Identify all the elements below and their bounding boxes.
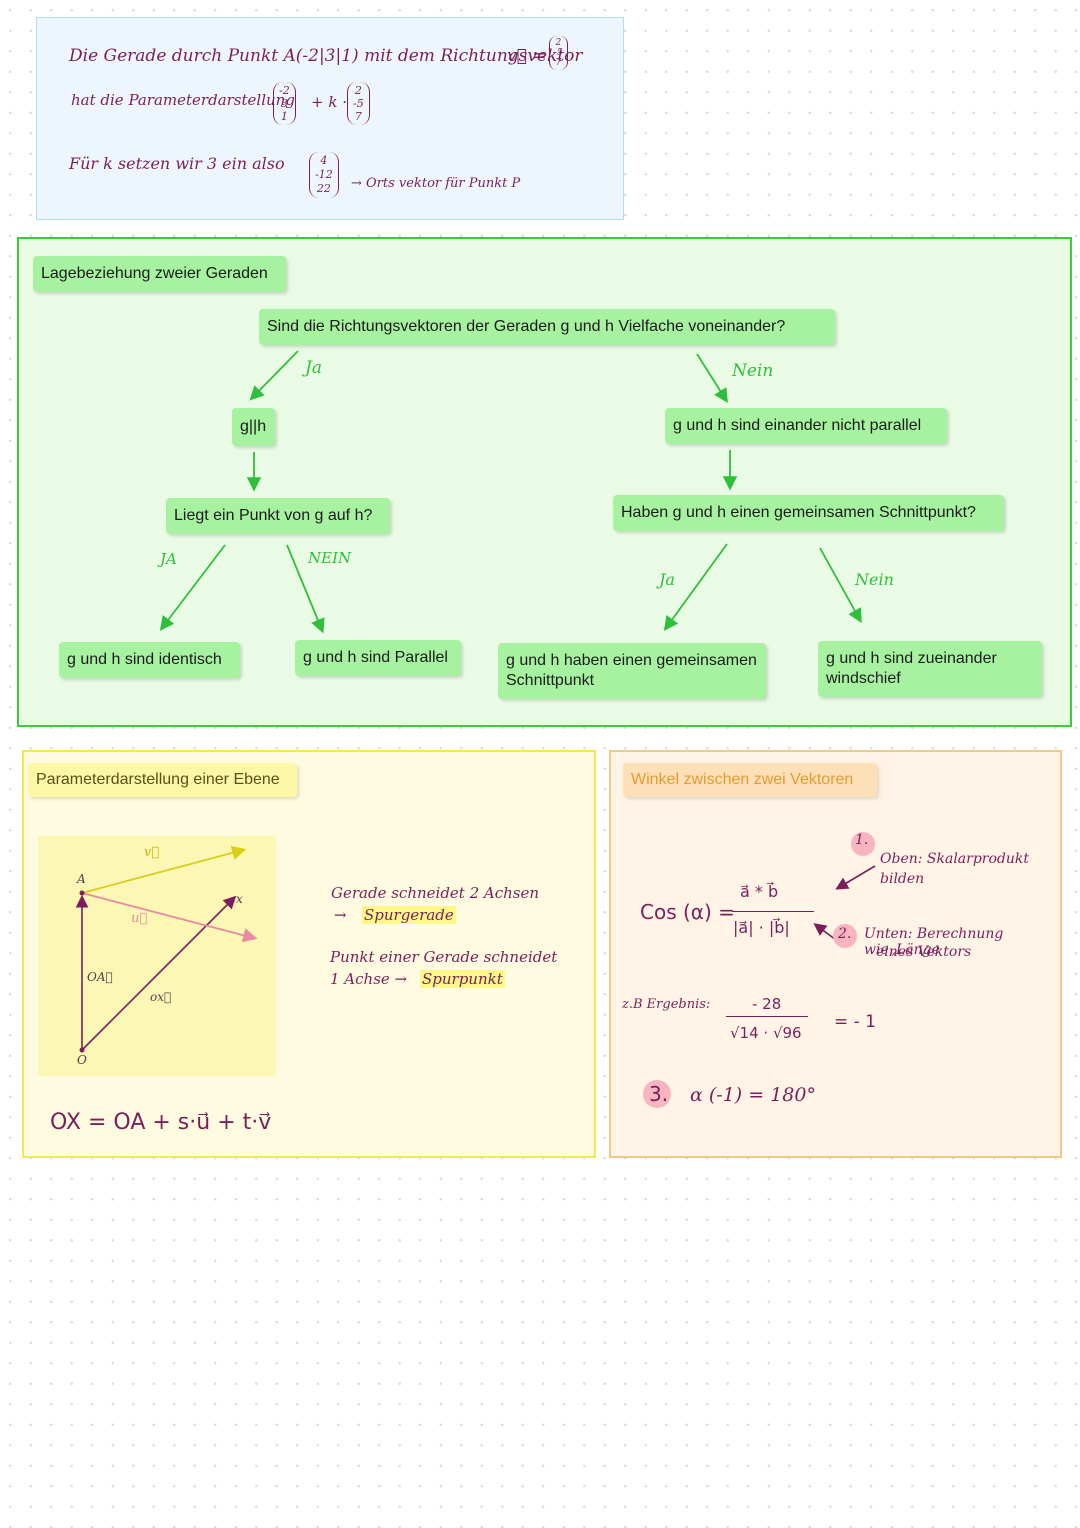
- label-ja2: Ja: [659, 570, 675, 589]
- example-result: = - 1: [834, 1012, 877, 1032]
- question-node: Sind die Richtungsvektoren der Geraden g…: [259, 309, 835, 345]
- step3-text: α (-1) = 180°: [690, 1084, 816, 1106]
- step2-num: 2.: [838, 926, 852, 942]
- label-oa: OA⃗: [87, 970, 113, 984]
- label-o: O: [77, 1053, 87, 1067]
- angle-card: [609, 750, 1062, 1158]
- label-nein2: Nein: [855, 570, 894, 589]
- not-parallel-node: g und h sind einander nicht parallel: [665, 408, 947, 444]
- plane-diagram-bg: [38, 836, 276, 1076]
- arrow-windschief: [819, 547, 862, 624]
- plus-k: + k ·: [311, 93, 347, 111]
- parallel2-node: g und h sind Parallel: [295, 640, 461, 676]
- point-on-node: Liegt ein Punkt von g auf h?: [166, 498, 390, 534]
- note-spurgerade-arrow: →: [334, 906, 347, 924]
- label-ja-upper: JA: [160, 550, 177, 568]
- note-line2: hat die Parameterdarstellung: [71, 91, 295, 109]
- label-x: x: [236, 892, 243, 906]
- example-numerator: - 28: [752, 995, 782, 1013]
- label-nein-upper: NEIN: [308, 549, 352, 567]
- step2-text-a: Unten: Berechnung wie„Länge: [864, 926, 1004, 958]
- label-ja: Ja: [305, 358, 322, 378]
- v-symbol: v⃗ =: [507, 46, 547, 66]
- note-spurpunkt-word: Spurpunkt: [420, 970, 505, 988]
- step2-text-b: eines Vektors: [876, 944, 972, 960]
- label-u: u⃗: [131, 911, 148, 926]
- label-nein: Nein: [732, 361, 774, 381]
- example-fraction-bar: [726, 1016, 808, 1017]
- arrow-schnittpunkt: [663, 543, 728, 631]
- step3-dot: [643, 1080, 671, 1108]
- note-spurgerade-a: Gerade schneidet 2 Achsen: [331, 884, 540, 902]
- step1-num: 1.: [855, 832, 869, 848]
- cos-numerator: a⃗ * b⃗: [740, 882, 779, 901]
- cos-denominator: |a⃗| · |b⃗|: [733, 918, 790, 937]
- note-line3: Für k setzen wir 3 ein also: [69, 154, 285, 173]
- flow-title: Lagebeziehung zweier Geraden: [33, 256, 286, 292]
- plane-title: Parameterdarstellung einer Ebene: [28, 763, 297, 797]
- cos-label: Cos (α) =: [640, 900, 735, 924]
- example-label: z.B Ergebnis:: [622, 997, 711, 1012]
- line-param-note: Die Gerade durch Punkt A(-2|3|1) mit dem…: [36, 17, 624, 220]
- step3-num: 3.: [649, 1082, 669, 1106]
- skew-node: g und h sind zueinander windschief: [818, 641, 1042, 697]
- note-spurgerade-word: Spurgerade: [362, 906, 456, 924]
- example-denominator: √14 · √96: [730, 1024, 802, 1042]
- label-ox: ox⃗: [150, 990, 172, 1004]
- step2-dot: [833, 924, 857, 948]
- step1-dot: [851, 832, 875, 856]
- note-spurpunkt-b: 1 Achse →: [330, 970, 408, 988]
- arrow-nein: [696, 353, 728, 404]
- intersection-node: g und h haben einen gemeinsamen Schnittp…: [498, 643, 766, 699]
- identical-node: g und h sind identisch: [59, 642, 240, 678]
- label-a: A: [77, 872, 86, 886]
- note-line1: Die Gerade durch Punkt A(-2|3|1) mit dem…: [69, 46, 583, 66]
- ortsvektor-label: → Orts vektor für Punkt P: [351, 176, 521, 191]
- step1-text-b: bilden: [880, 871, 925, 887]
- label-v: v⃗: [144, 845, 160, 860]
- intersect-question-node: Haben g und h einen gemeinsamen Schnittp…: [613, 495, 1004, 531]
- arrow-identisch: [159, 544, 226, 631]
- angle-title: Winkel zwischen zwei Vektoren: [623, 763, 877, 797]
- cos-fraction-bar: [732, 911, 814, 912]
- arrow-ja: [249, 350, 299, 401]
- note-spurpunkt-a: Punkt einer Gerade schneidet: [330, 948, 558, 966]
- parallel-node: g||h: [232, 408, 275, 446]
- arrow-parallel2: [286, 544, 325, 634]
- step1-text-a: Oben: Skalarprodukt: [880, 851, 1030, 867]
- plane-formula: OX = OA + s·u⃗ + t·v⃗: [50, 1110, 272, 1135]
